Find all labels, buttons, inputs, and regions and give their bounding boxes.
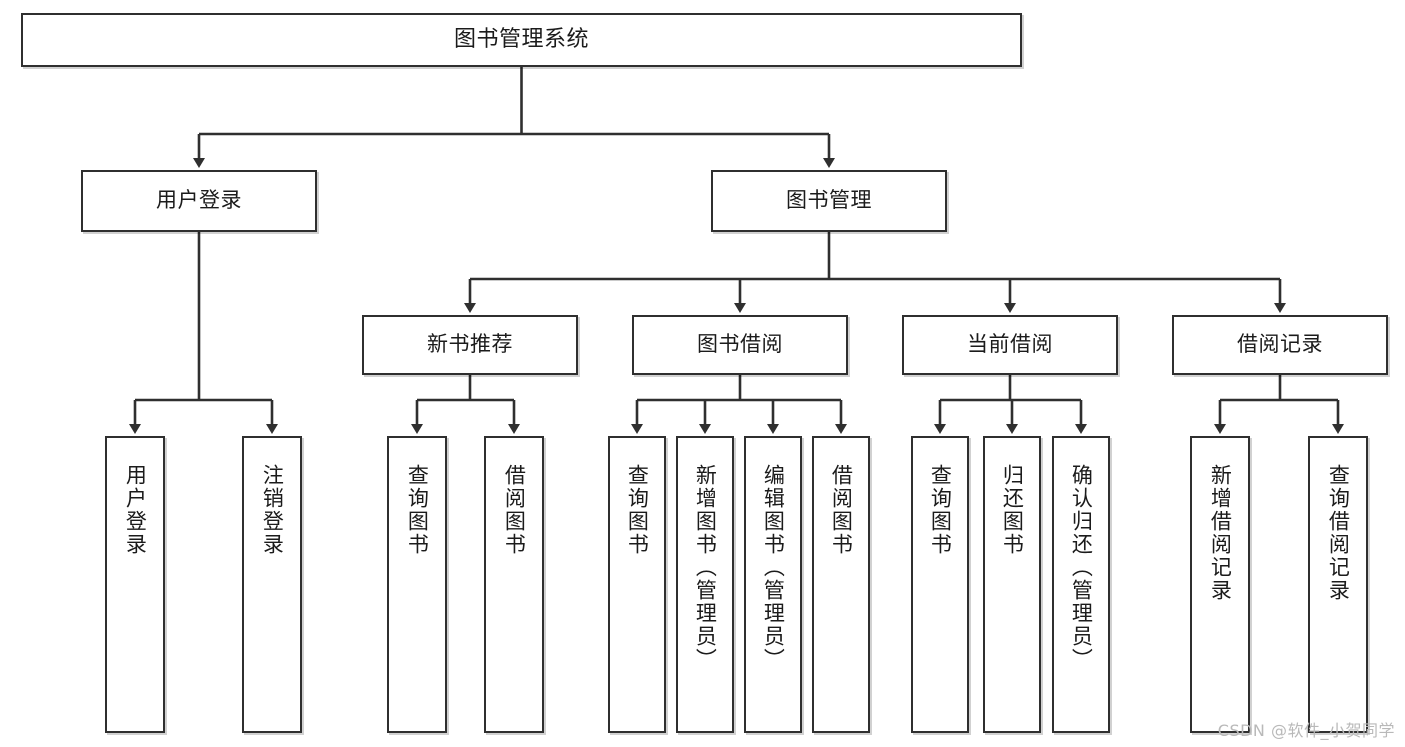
node-label: 新增图书（管理员） — [693, 464, 718, 671]
node-label: 图书管理系统 — [453, 26, 589, 52]
node-current-borrowing[interactable]: 当前借阅 — [902, 315, 1118, 375]
node-label: 查询借阅记录 — [1326, 464, 1351, 602]
node-label: 查询图书 — [405, 464, 430, 556]
node-new-book-recommendation[interactable]: 新书推荐 — [362, 315, 578, 375]
node-book-borrowing[interactable]: 图书借阅 — [632, 315, 848, 375]
leaf-edit-book[interactable]: 编辑图书（管理员） — [744, 436, 802, 733]
watermark: CSDN @软件_小贺同学 — [1217, 721, 1395, 740]
node-label: 借阅图书 — [502, 464, 527, 556]
node-label: 新书推荐 — [427, 332, 513, 357]
node-label: 确认归还（管理员） — [1069, 464, 1094, 671]
node-label: 新增借阅记录 — [1208, 464, 1233, 602]
leaf-query-borrowing-record[interactable]: 查询借阅记录 — [1308, 436, 1368, 733]
leaf-borrow-book[interactable]: 借阅图书 — [812, 436, 870, 733]
node-label: 用户登录 — [123, 464, 148, 556]
node-label: 查询图书 — [625, 464, 650, 556]
node-label: 图书借阅 — [697, 332, 783, 357]
leaf-query-book-current[interactable]: 查询图书 — [911, 436, 969, 733]
leaf-borrow-book-recommendation[interactable]: 借阅图书 — [484, 436, 544, 733]
leaf-return-book[interactable]: 归还图书 — [983, 436, 1041, 733]
node-label: 当前借阅 — [967, 332, 1053, 357]
leaf-add-book[interactable]: 新增图书（管理员） — [676, 436, 734, 733]
node-label: 查询图书 — [928, 464, 953, 556]
node-label: 归还图书 — [1000, 464, 1025, 556]
node-label: 借阅图书 — [829, 464, 854, 556]
node-label: 图书管理 — [786, 188, 872, 213]
node-book-management[interactable]: 图书管理 — [711, 170, 947, 232]
node-label: 用户登录 — [156, 188, 242, 213]
node-root[interactable]: 图书管理系统 — [21, 13, 1022, 67]
leaf-add-borrowing-record[interactable]: 新增借阅记录 — [1190, 436, 1250, 733]
leaf-query-book-borrowing[interactable]: 查询图书 — [608, 436, 666, 733]
leaf-confirm-return[interactable]: 确认归还（管理员） — [1052, 436, 1110, 733]
node-borrowing-record[interactable]: 借阅记录 — [1172, 315, 1388, 375]
node-label: 编辑图书（管理员） — [761, 464, 786, 671]
leaf-user-login[interactable]: 用户登录 — [105, 436, 165, 733]
node-label: 注销登录 — [260, 464, 285, 556]
node-label: 借阅记录 — [1237, 332, 1323, 357]
leaf-query-book-recommendation[interactable]: 查询图书 — [387, 436, 447, 733]
leaf-logout[interactable]: 注销登录 — [242, 436, 302, 733]
node-user-login[interactable]: 用户登录 — [81, 170, 317, 232]
